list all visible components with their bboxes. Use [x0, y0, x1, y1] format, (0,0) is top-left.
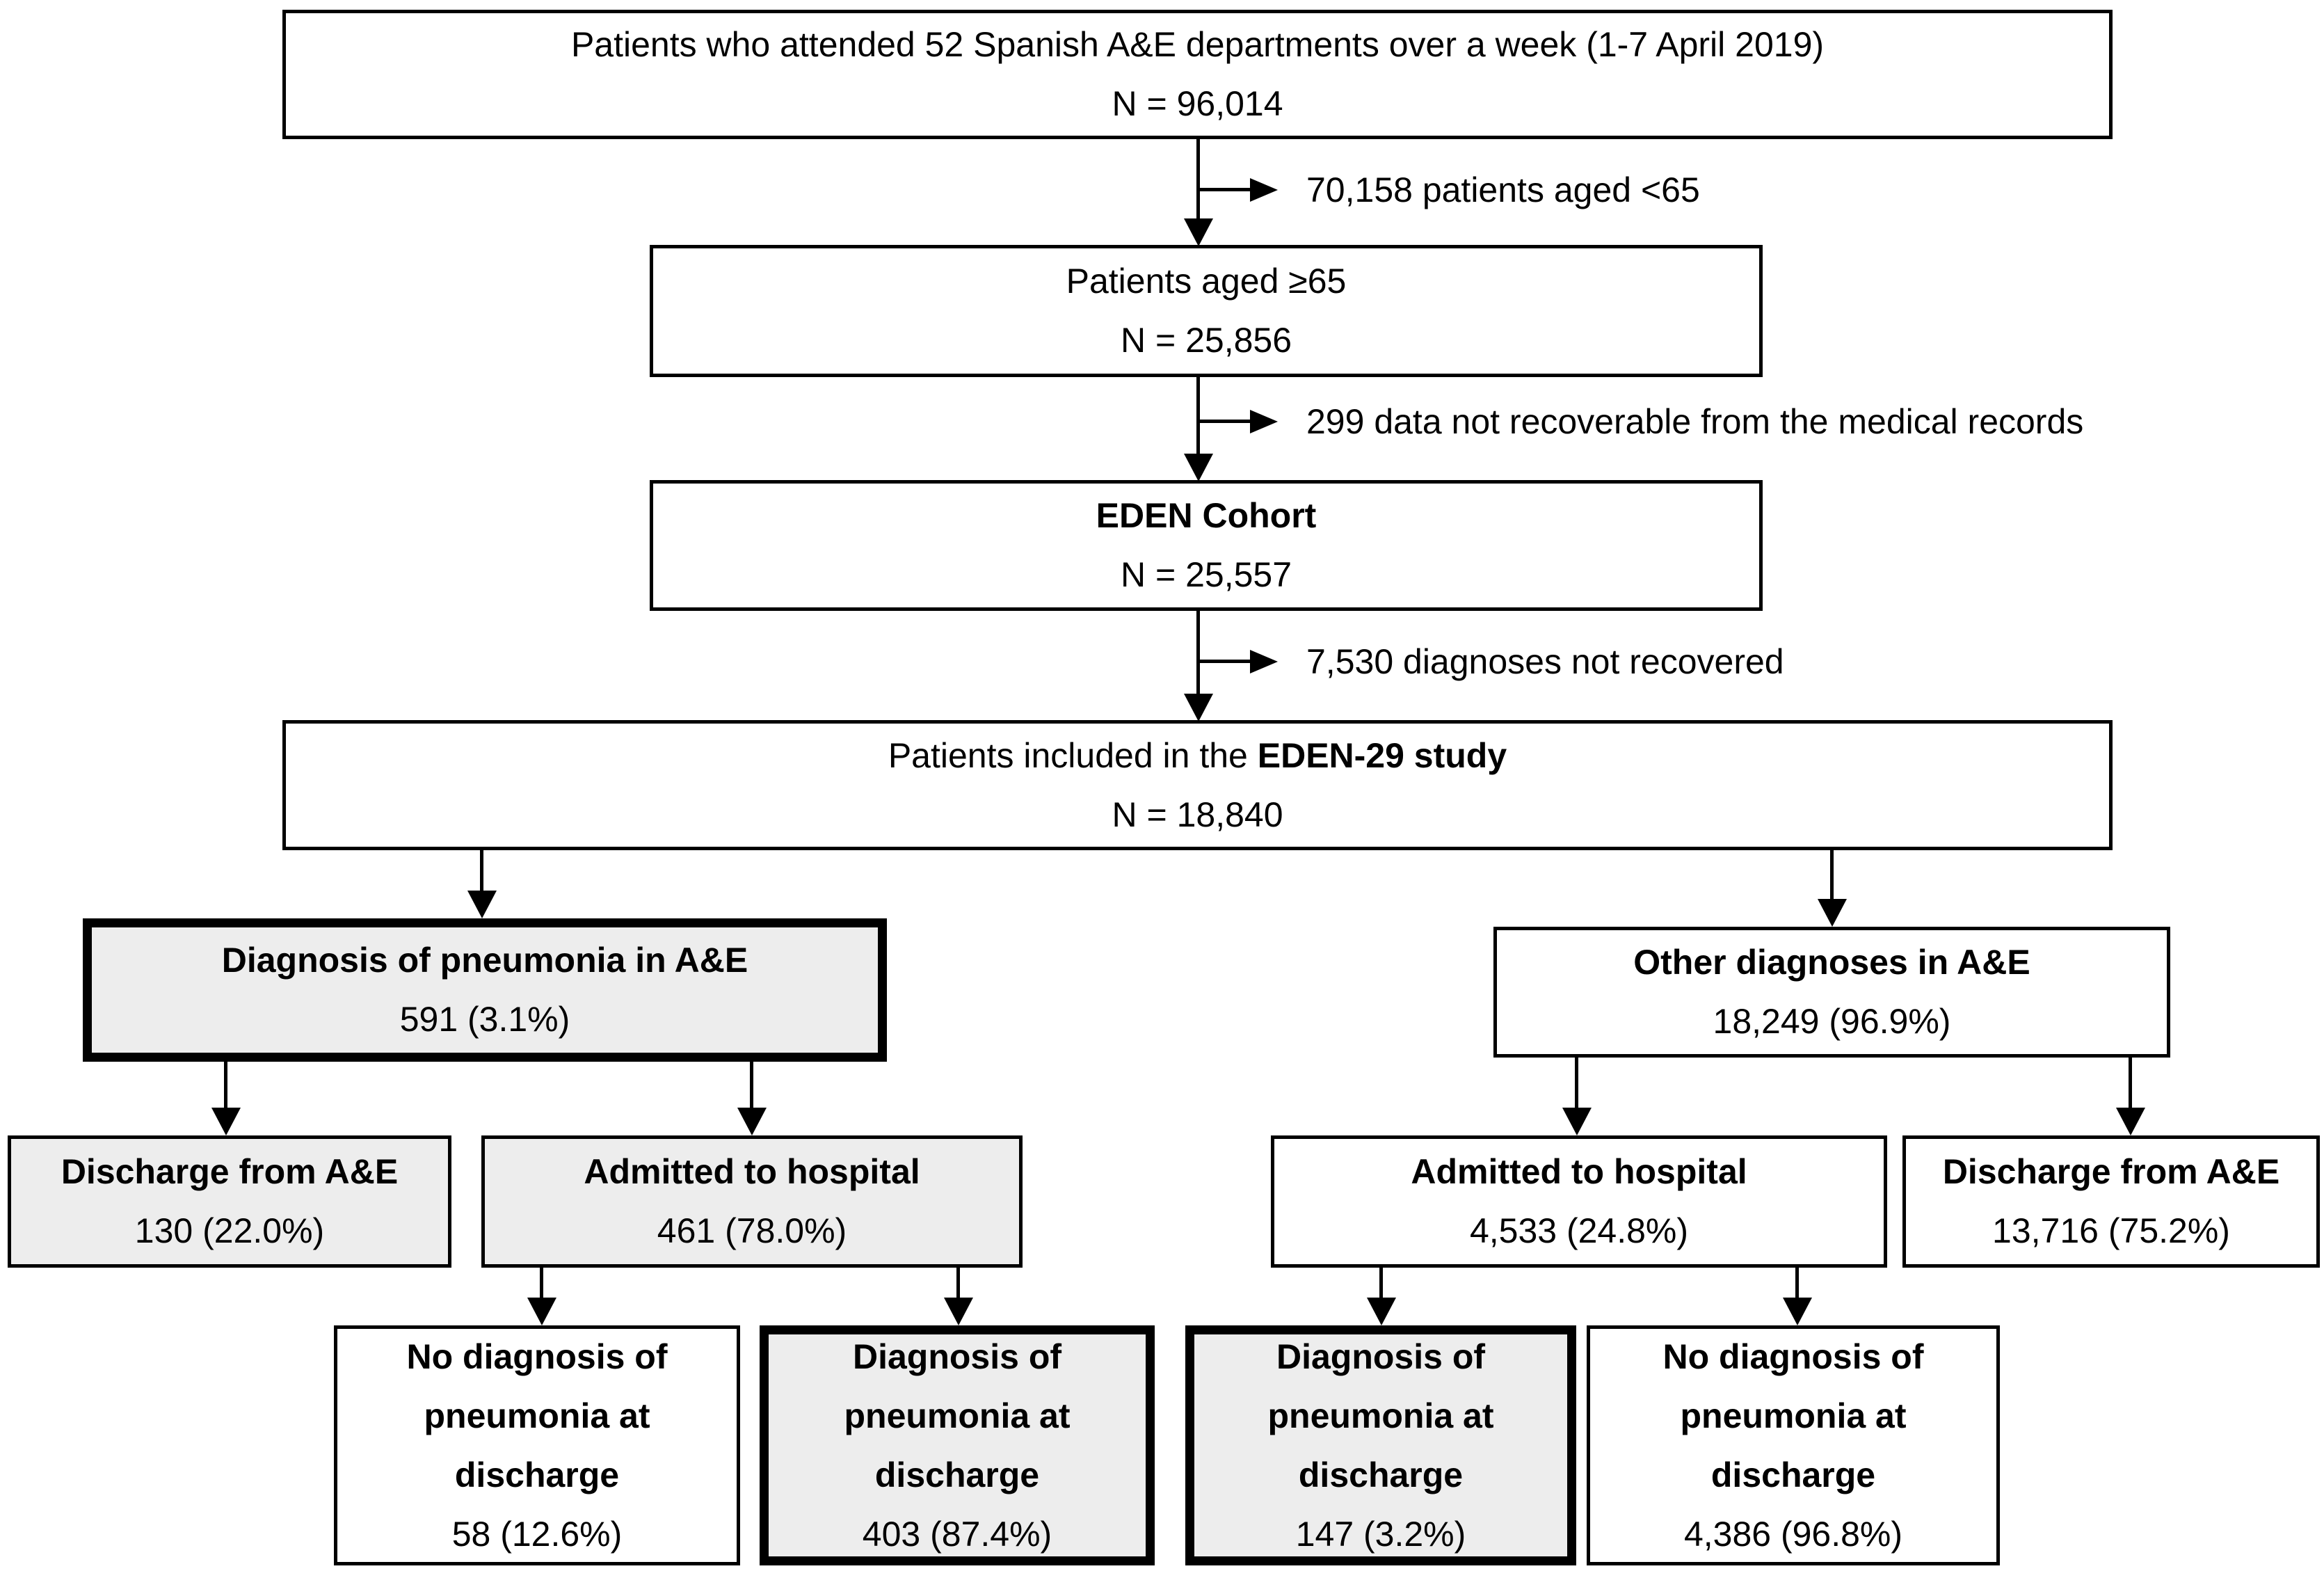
box-title: Other diagnoses in A&E	[1633, 943, 2030, 982]
connector-pneumonia-to-discharge	[224, 1062, 227, 1109]
exclusion-label-dx-not-recovered: 7,530 diagnoses not recovered	[1306, 642, 1784, 681]
connector-aged65-to-eden	[1196, 377, 1200, 455]
connector-admitted4533-to-no-dx	[1795, 1268, 1799, 1299]
flow-box-discharge-pneumonia: Discharge from A&E 130 (22.0%)	[8, 1135, 451, 1268]
box-count: 403 (87.4%)	[862, 1514, 1052, 1554]
connector-eden29-to-pneumonia	[480, 850, 483, 892]
box-count: N = 18,840	[1112, 795, 1283, 834]
box-count: 130 (22.0%)	[134, 1211, 325, 1250]
connector-eden29-to-other	[1830, 850, 1834, 900]
box-title: No diagnosis of pneumonia at discharge	[406, 1337, 668, 1494]
arrowhead-exclusion-not-recoverable	[1250, 410, 1278, 433]
box-count: 18,249 (96.9%)	[1713, 1002, 1951, 1041]
arrowhead-into-discharge-other	[2116, 1108, 2145, 1135]
box-title: Admitted to hospital	[1411, 1152, 1747, 1191]
flow-box-dx-discharge-right: Diagnosis of pneumonia at discharge 147 …	[1185, 1325, 1576, 1565]
box-title: Patients aged ≥65	[1066, 262, 1347, 301]
flow-box-pneumonia-ae: Diagnosis of pneumonia in A&E 591 (3.1%)	[83, 918, 887, 1062]
flow-box-no-dx-discharge-right: No diagnosis of pneumonia at discharge 4…	[1587, 1325, 2000, 1565]
flow-box-dx-discharge-left: Diagnosis of pneumonia at discharge 403 …	[760, 1325, 1155, 1565]
flow-box-source: Patients who attended 52 Spanish A&E dep…	[282, 10, 2113, 139]
box-count: N = 25,856	[1120, 321, 1292, 360]
flow-box-other-diagnoses: Other diagnoses in A&E 18,249 (96.9%)	[1493, 927, 2170, 1058]
arrowhead-into-no-dx-right	[1783, 1298, 1812, 1325]
flow-box-admitted-pneumonia: Admitted to hospital 461 (78.0%)	[481, 1135, 1023, 1268]
box-count: 13,716 (75.2%)	[1992, 1211, 2230, 1250]
box-title: Diagnosis of pneumonia at discharge	[1267, 1337, 1494, 1494]
arrowhead-into-eden29	[1184, 694, 1213, 721]
connector-pneumonia-to-admitted	[750, 1062, 753, 1109]
box-title: No diagnosis of pneumonia at discharge	[1662, 1337, 1924, 1494]
box-title: Diagnosis of pneumonia in A&E	[221, 941, 748, 980]
connector-exclusion-not-recoverable	[1198, 420, 1250, 423]
flow-box-admitted-other: Admitted to hospital 4,533 (24.8%)	[1271, 1135, 1887, 1268]
exclusion-label-not-recoverable: 299 data not recoverable from the medica…	[1306, 402, 2084, 441]
arrowhead-exclusion-under65	[1250, 178, 1278, 202]
arrowhead-into-dx-left	[944, 1298, 973, 1325]
connector-other-to-admitted	[1575, 1058, 1578, 1109]
box-title: Discharge from A&E	[61, 1152, 399, 1191]
title-prefix: Patients included in the	[888, 735, 1258, 775]
arrowhead-into-aged65	[1184, 218, 1213, 246]
connector-exclusion-dx-not-recovered	[1198, 660, 1250, 663]
arrowhead-into-admitted-pneumonia	[737, 1108, 767, 1135]
arrowhead-into-pneumonia	[467, 891, 497, 918]
title-bold: EDEN-29 study	[1257, 735, 1507, 775]
box-count: 4,533 (24.8%)	[1469, 1211, 1689, 1250]
arrowhead-into-no-dx-left	[527, 1298, 556, 1325]
flow-box-eden29: Patients included in the EDEN-29 study N…	[282, 720, 2113, 850]
box-count: 4,386 (96.8%)	[1683, 1514, 1903, 1554]
box-title: Diagnosis of pneumonia at discharge	[844, 1337, 1071, 1494]
connector-eden-to-eden29	[1196, 611, 1200, 694]
box-title: Admitted to hospital	[584, 1152, 920, 1191]
connector-admitted461-to-dx	[956, 1268, 960, 1299]
connector-admitted461-to-no-dx	[540, 1268, 543, 1299]
box-title: Patients who attended 52 Spanish A&E dep…	[570, 25, 1825, 64]
box-title: Discharge from A&E	[1942, 1152, 2280, 1191]
box-count: 58 (12.6%)	[451, 1514, 623, 1554]
flow-box-discharge-other: Discharge from A&E 13,716 (75.2%)	[1902, 1135, 2320, 1268]
box-count: 147 (3.2%)	[1295, 1514, 1466, 1554]
box-title: Patients included in the EDEN-29 study	[888, 726, 1507, 786]
arrowhead-into-eden	[1184, 454, 1213, 481]
box-count: N = 25,557	[1120, 555, 1292, 594]
flow-box-eden-cohort: EDEN Cohort N = 25,557	[650, 480, 1763, 611]
box-count: N = 96,014	[1112, 84, 1283, 123]
box-count: 591 (3.1%)	[399, 1000, 570, 1039]
connector-other-to-discharge	[2129, 1058, 2132, 1109]
arrowhead-into-other	[1818, 899, 1847, 927]
flow-box-no-dx-discharge-left: No diagnosis of pneumonia at discharge 5…	[334, 1325, 740, 1565]
flow-box-aged65: Patients aged ≥65 N = 25,856	[650, 245, 1763, 377]
arrowhead-into-discharge-pneumonia	[211, 1108, 241, 1135]
arrowhead-into-admitted-other	[1562, 1108, 1592, 1135]
box-title: EDEN Cohort	[1096, 496, 1317, 535]
exclusion-label-under65: 70,158 patients aged <65	[1306, 170, 1700, 209]
arrowhead-into-dx-right	[1367, 1298, 1396, 1325]
connector-exclusion-under65	[1198, 188, 1250, 191]
box-count: 461 (78.0%)	[657, 1211, 847, 1250]
connector-admitted4533-to-dx	[1379, 1268, 1383, 1299]
arrowhead-exclusion-dx-not-recovered	[1250, 650, 1278, 673]
connector-source-to-aged65	[1196, 139, 1200, 220]
